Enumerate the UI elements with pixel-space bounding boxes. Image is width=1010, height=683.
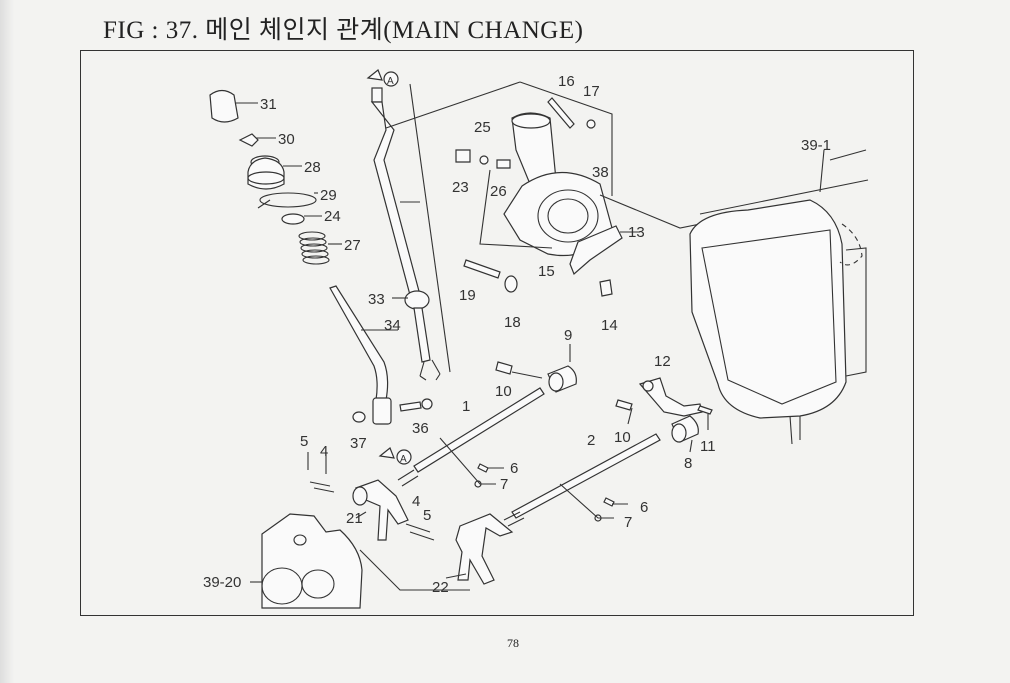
callout-15: 15 xyxy=(538,263,555,280)
callout-26: 26 xyxy=(490,183,507,200)
shift-lever-part xyxy=(329,285,392,425)
plug-26-part xyxy=(496,159,511,169)
shift-rail-1-part xyxy=(397,387,545,487)
page-number: 78 xyxy=(507,636,519,650)
callout-13: 13 xyxy=(628,224,645,241)
callout-38: 38 xyxy=(592,164,609,181)
nut-part xyxy=(352,411,366,423)
callout-39-1: 39-1 xyxy=(801,137,831,154)
callout-1: 1 xyxy=(462,398,470,415)
transmission-case-part xyxy=(689,149,869,445)
callout-4b: 4 xyxy=(412,493,420,510)
callout-24: 24 xyxy=(324,208,341,225)
callout-22: 22 xyxy=(432,579,449,596)
callout-9: 9 xyxy=(564,327,572,344)
page-scan-edge xyxy=(0,0,14,683)
callout-4a: 4 xyxy=(320,443,328,460)
callout-18: 18 xyxy=(504,314,521,331)
callout-21: 21 xyxy=(346,510,363,527)
shift-fork-22-part xyxy=(455,513,514,585)
callout-29: 29 xyxy=(320,187,337,204)
reference-a-top-label: A xyxy=(387,76,394,87)
bolt-19-part xyxy=(463,259,501,279)
detent-6b-part xyxy=(603,497,615,507)
callout-8: 8 xyxy=(684,455,692,472)
pin-11-part xyxy=(697,405,713,415)
shift-block-8-part xyxy=(671,415,699,443)
screw-10a-part xyxy=(495,361,513,375)
callout-10b: 10 xyxy=(614,429,631,446)
boot-part xyxy=(247,155,285,190)
shift-block-9-part xyxy=(547,365,577,393)
pin-4b-part xyxy=(405,523,435,541)
pin-part xyxy=(238,133,259,147)
callout-37: 37 xyxy=(350,435,367,452)
callout-25: 25 xyxy=(474,119,491,136)
callout-39-20: 39-20 xyxy=(203,574,241,591)
bolt-16-part xyxy=(547,97,575,129)
callout-7b: 7 xyxy=(624,514,632,531)
reference-a-bottom-label: A xyxy=(400,454,407,465)
callout-17: 17 xyxy=(583,83,600,100)
callout-7a: 7 xyxy=(500,476,508,493)
shift-housing-part xyxy=(503,112,613,257)
callout-34: 34 xyxy=(384,317,401,334)
o-ring-part xyxy=(259,192,317,208)
callout-11: 11 xyxy=(700,438,716,455)
bushing-part xyxy=(281,213,305,225)
shift-rail-2-part xyxy=(503,433,661,527)
callout-33: 33 xyxy=(368,291,385,308)
callout-5a: 5 xyxy=(300,433,308,450)
callout-31: 31 xyxy=(260,96,277,113)
spring-part xyxy=(298,231,330,265)
bolt-part xyxy=(399,398,433,412)
plate-13-part xyxy=(569,225,623,276)
washer-25-part xyxy=(479,155,489,165)
gearbox-housing-part xyxy=(261,513,363,609)
shift-knob-part xyxy=(209,89,239,123)
callout-23: 23 xyxy=(452,179,469,196)
callout-2: 2 xyxy=(587,432,595,449)
detent-6a-part xyxy=(477,463,489,473)
shift-rod-part xyxy=(370,87,441,381)
washer-18-part xyxy=(504,275,518,293)
callout-27: 27 xyxy=(344,237,361,254)
callout-19: 19 xyxy=(459,287,476,304)
bolt-23-part xyxy=(455,149,471,163)
callout-36: 36 xyxy=(412,420,429,437)
callout-10a: 10 xyxy=(495,383,512,400)
callout-12: 12 xyxy=(654,353,671,370)
shift-arm-12-part xyxy=(638,377,703,417)
callout-6a: 6 xyxy=(510,460,518,477)
callout-5b: 5 xyxy=(423,507,431,524)
callout-30: 30 xyxy=(278,131,295,148)
washer-17-part xyxy=(586,119,596,129)
page-title: FIG : 37. 메인 체인지 관계(MAIN CHANGE) xyxy=(103,17,584,44)
bolt-14-part xyxy=(599,279,613,297)
callout-6b: 6 xyxy=(640,499,648,516)
shift-fork-21-part xyxy=(352,479,409,541)
screw-10b-part xyxy=(615,399,633,411)
callout-28: 28 xyxy=(304,159,321,176)
reference-a-top-icon xyxy=(366,69,399,87)
diagram-frame xyxy=(80,50,914,616)
callout-16: 16 xyxy=(558,73,575,90)
reference-a-bottom-icon xyxy=(378,447,412,465)
pin-4a-part xyxy=(309,481,335,493)
callout-14: 14 xyxy=(601,317,618,334)
